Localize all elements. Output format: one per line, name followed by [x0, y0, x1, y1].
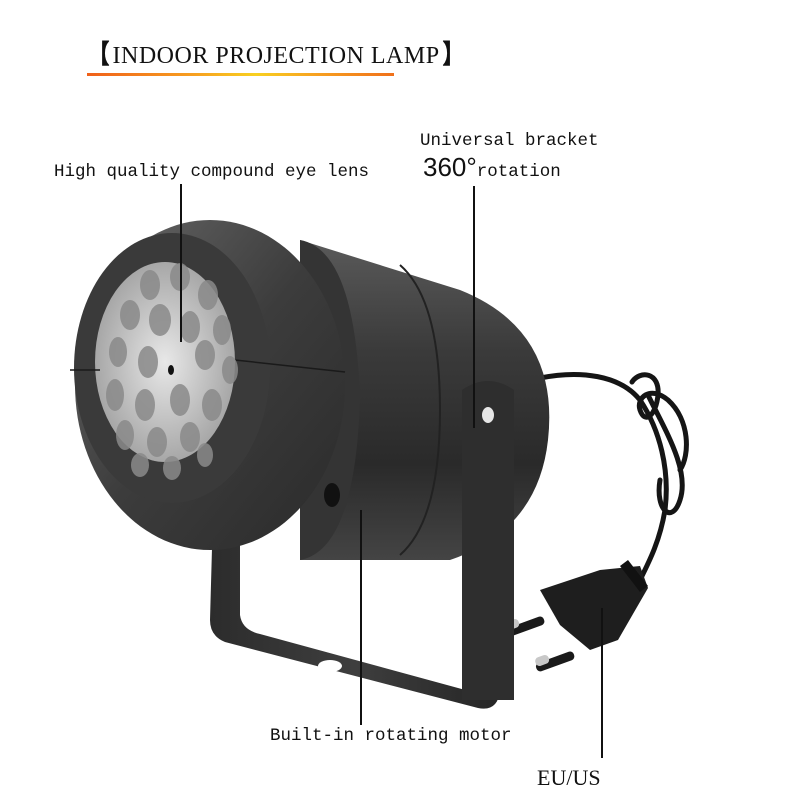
title-bracket-right: 】 — [442, 40, 464, 69]
callout-bracket-label-line2: 360°rotation — [423, 152, 561, 183]
callout-motor-leader — [360, 510, 362, 725]
callout-bracket-leader — [473, 186, 475, 428]
callout-plug-label: EU/US — [537, 765, 601, 790]
lens-center-hole — [168, 365, 174, 375]
callout-lens-label: High quality compound eye lens — [54, 162, 370, 182]
power-cord — [537, 371, 689, 583]
u-bracket — [210, 430, 500, 709]
title-underline — [87, 73, 394, 76]
title-bracket-left: 【 — [88, 40, 110, 69]
lamp-body — [300, 240, 550, 700]
lens-cells — [106, 263, 238, 480]
callout-lens-leader — [180, 184, 182, 342]
bracket-screw — [482, 407, 494, 423]
rotation-text: rotation — [476, 162, 561, 182]
callout-bracket-label-line1: Universal bracket — [420, 131, 599, 151]
page-title: 【INDOOR PROJECTION LAMP】 — [86, 34, 466, 71]
title-text: INDOOR PROJECTION LAMP — [112, 43, 440, 69]
rotation-degrees: 360° — [423, 152, 477, 182]
callout-plug-leader — [601, 608, 603, 758]
eu-plug — [505, 560, 648, 672]
callout-motor-label: Built-in rotating motor — [270, 726, 512, 746]
